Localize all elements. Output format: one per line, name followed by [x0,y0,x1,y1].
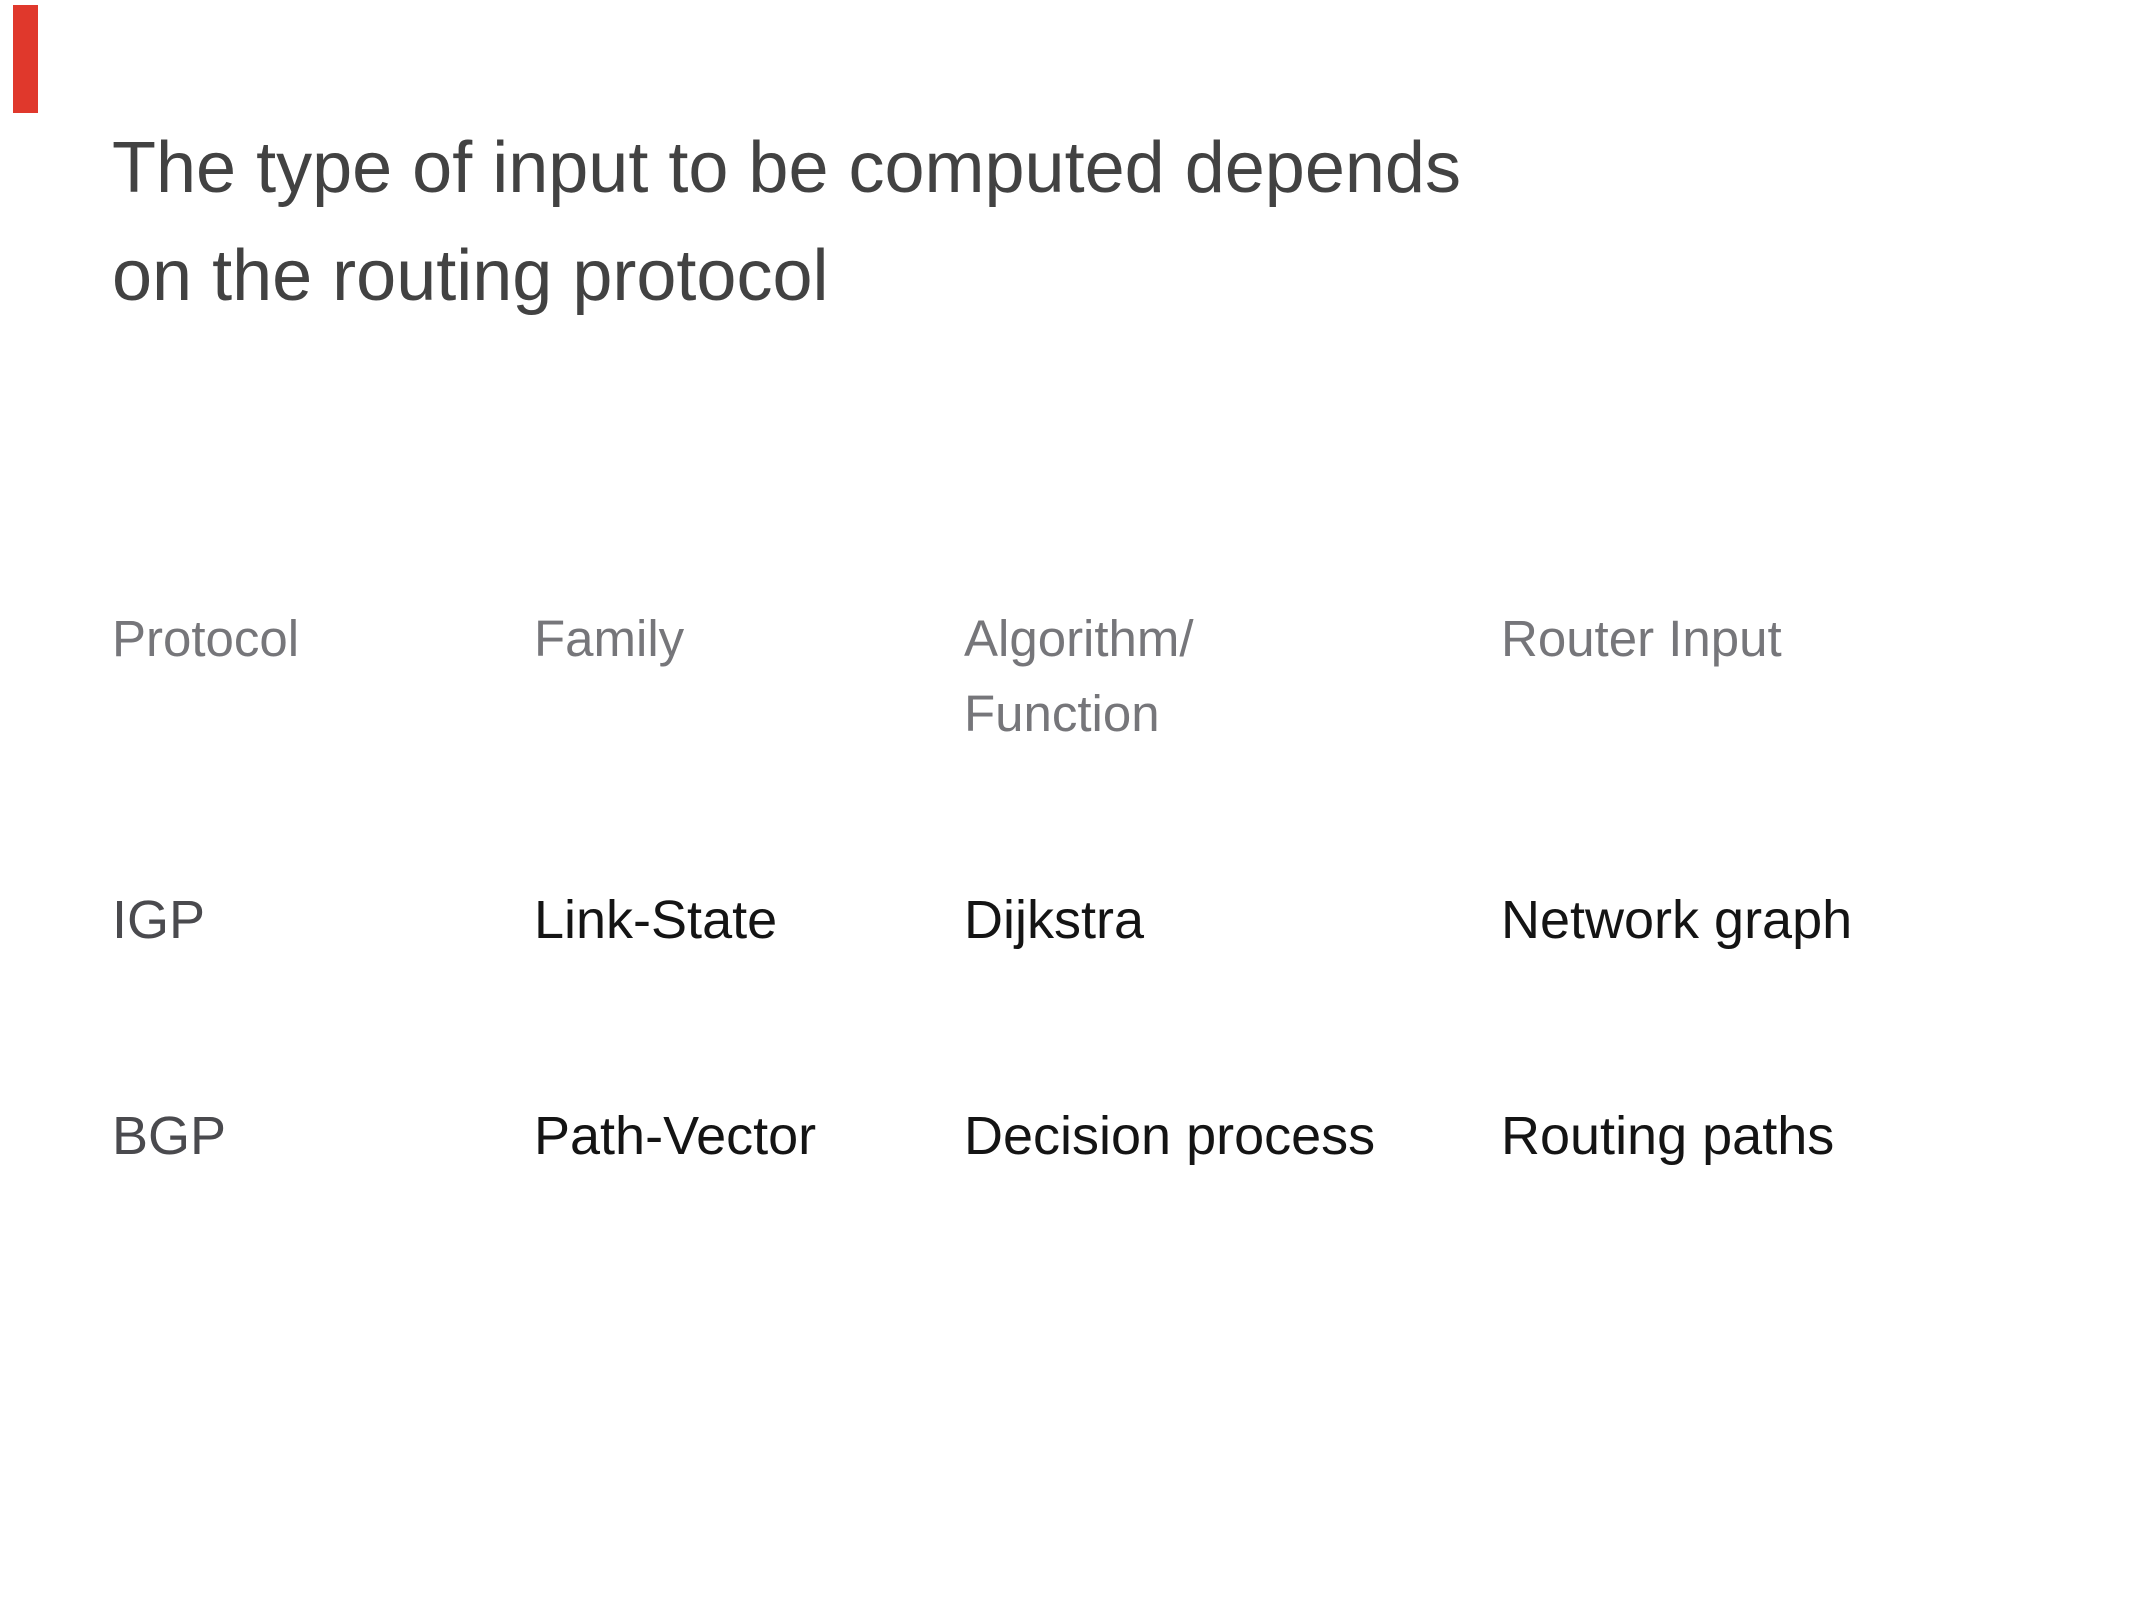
cell-algorithm-decision-process: Decision process [964,1106,1376,1166]
cell-family-path-vector: Path-Vector [534,1106,817,1166]
cell-protocol-igp: IGP [112,890,206,950]
slide-title: The type of input to be computed depends… [112,114,1461,330]
cell-router-input-network-graph: Network graph [1501,890,1853,950]
routing-protocols-table: Protocol Family Algorithm/ Function Rout… [112,601,1991,1315]
column-header-family: Family [534,610,685,667]
cell-router-input-routing-paths: Routing paths [1501,1106,1835,1166]
column-header-algorithm-function: Algorithm/ Function [964,610,1194,742]
cell-family-link-state: Link-State [534,890,778,950]
cell-algorithm-dijkstra: Dijkstra [964,890,1145,950]
accent-bar [13,5,38,113]
slide-title-line-2: on the routing protocol [112,236,829,316]
cell-protocol-bgp: BGP [112,1106,227,1166]
column-header-protocol: Protocol [112,610,300,667]
column-header-router-input: Router Input [1501,610,1782,667]
slide-title-line-1: The type of input to be computed depends [112,128,1461,208]
